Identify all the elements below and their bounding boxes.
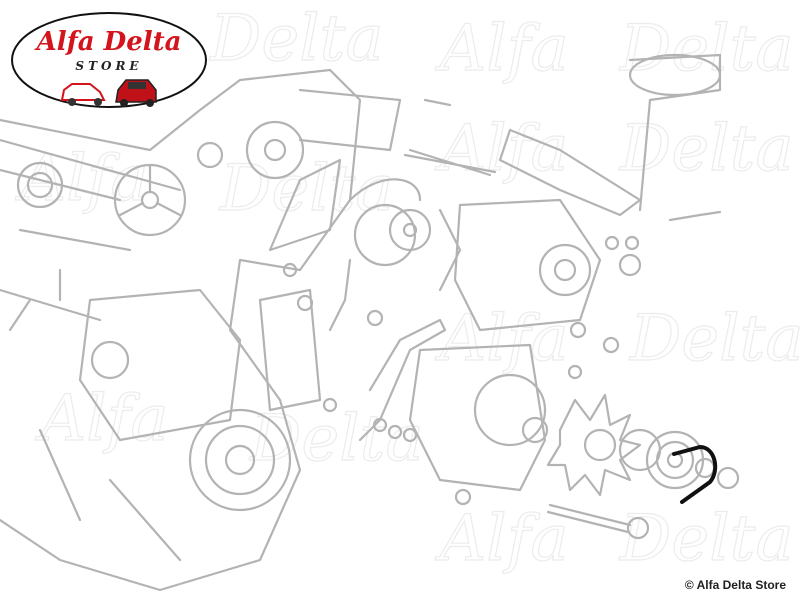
svg-text:Delta: Delta bbox=[619, 12, 794, 86]
logo-brand: Alfa Delta bbox=[34, 27, 182, 57]
logo-subtitle: STORE bbox=[75, 59, 142, 73]
svg-text:Alfa: Alfa bbox=[435, 502, 569, 576]
svg-text:Delta: Delta bbox=[219, 152, 394, 226]
highlighted-u-clip bbox=[672, 444, 718, 504]
red-car-icon bbox=[115, 79, 157, 107]
svg-text:Alfa: Alfa bbox=[35, 382, 169, 456]
white-car-icon bbox=[60, 83, 106, 106]
svg-text:Alfa: Alfa bbox=[435, 112, 569, 186]
svg-text:Delta: Delta bbox=[629, 302, 800, 376]
svg-text:Alfa: Alfa bbox=[435, 12, 569, 86]
logo-graphic: Alfa Delta STORE bbox=[11, 12, 207, 108]
svg-text:Delta: Delta bbox=[619, 502, 794, 576]
copyright-notice: © Alfa Delta Store bbox=[684, 578, 786, 592]
engine-block bbox=[0, 68, 402, 592]
store-logo[interactable]: Alfa Delta STORE bbox=[10, 10, 208, 110]
svg-text:Alfa: Alfa bbox=[435, 302, 569, 376]
svg-text:Delta: Delta bbox=[249, 402, 424, 476]
alternator-parts bbox=[282, 53, 740, 540]
svg-text:Delta: Delta bbox=[209, 2, 384, 76]
